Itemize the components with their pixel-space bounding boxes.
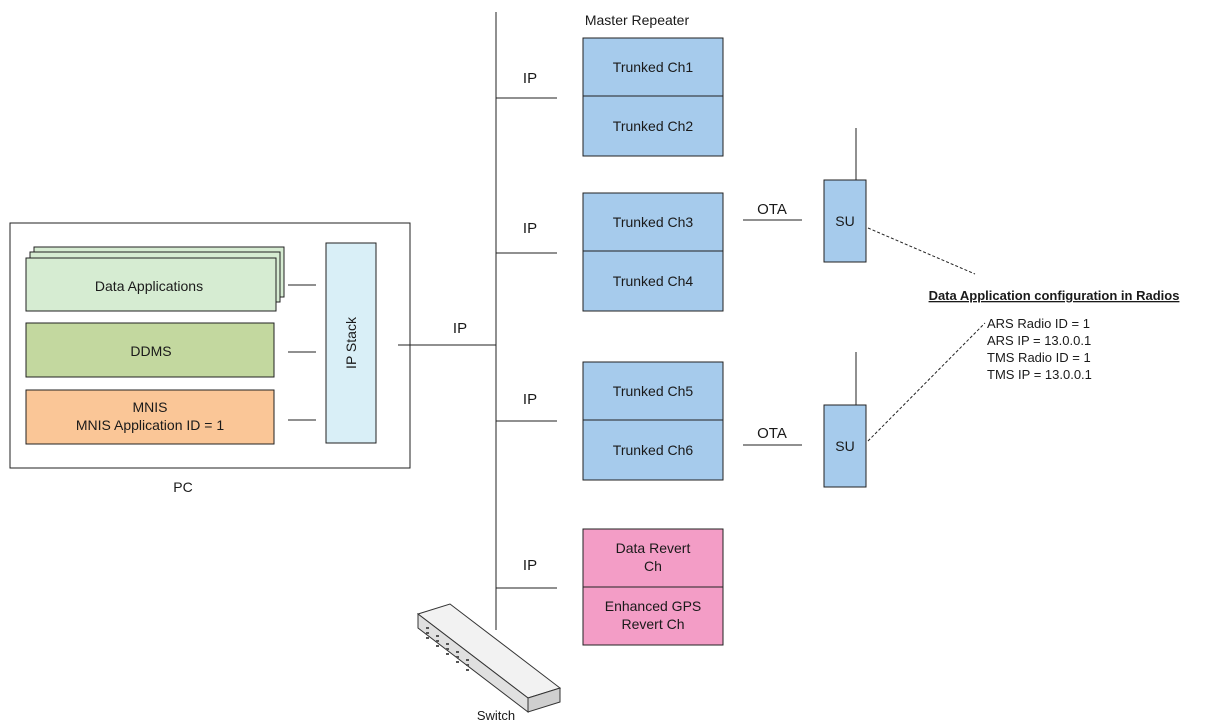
ip-label-2: IP — [523, 220, 537, 237]
trunked-ch1-box — [582, 37, 724, 97]
ip-stack-label: IP Stack — [343, 316, 359, 369]
radio-config-line-3: TMS Radio ID = 1 — [987, 350, 1091, 365]
trunked-ch2-box — [582, 95, 724, 157]
ip-stack-box — [325, 242, 377, 444]
radio-config-line-1: ARS Radio ID = 1 — [987, 316, 1090, 331]
ip-label-1: IP — [523, 70, 537, 87]
master-repeater-label: Master Repeater — [585, 12, 690, 28]
trunked-ch3-label: Trunked Ch3 — [613, 214, 694, 230]
su2-config-link — [867, 322, 986, 442]
data-revert-label-line2: Ch — [644, 558, 662, 574]
trunked-ch3-box — [582, 192, 724, 252]
radio-config-line-4: TMS IP = 13.0.0.1 — [987, 367, 1092, 382]
su2-box — [823, 404, 867, 488]
mnis-label-line1: MNIS — [133, 399, 168, 415]
ota-label-1: OTA — [757, 201, 787, 218]
data-revert-box — [582, 528, 724, 588]
trunked-ch2-label: Trunked Ch2 — [613, 118, 694, 134]
gps-revert-label-line2: Revert Ch — [621, 616, 684, 632]
pc-ip-label: IP — [453, 320, 467, 337]
data-revert-label-line1: Data Revert — [616, 540, 691, 556]
ip-label-4: IP — [523, 557, 537, 574]
mnis-box — [25, 389, 275, 445]
ip-label-3: IP — [523, 391, 537, 408]
trunked-ch1-label: Trunked Ch1 — [613, 59, 694, 75]
trunked-ch5-box — [582, 361, 724, 421]
data-applications-label: Data Applications — [95, 278, 203, 294]
trunked-ch4-label: Trunked Ch4 — [613, 273, 694, 289]
su2-label: SU — [835, 438, 854, 454]
trunked-ch5-label: Trunked Ch5 — [613, 383, 694, 399]
gps-revert-box — [582, 586, 724, 646]
trunked-ch6-box — [582, 419, 724, 481]
switch-label: Switch — [477, 708, 515, 723]
gps-revert-label-line1: Enhanced GPS — [605, 598, 702, 614]
radio-config-line-2: ARS IP = 13.0.0.1 — [987, 333, 1091, 348]
mnis-label-line2: MNIS Application ID = 1 — [76, 417, 224, 433]
trunked-ch4-box — [582, 250, 724, 312]
trunked-ch6-label: Trunked Ch6 — [613, 442, 694, 458]
su1-label: SU — [835, 213, 854, 229]
ddms-box — [25, 322, 275, 378]
ota-label-2: OTA — [757, 425, 787, 442]
pc-label: PC — [173, 479, 192, 495]
su1-config-link — [867, 227, 976, 275]
ddms-label: DDMS — [130, 343, 171, 359]
data-applications-stack: Data Applications — [25, 246, 285, 312]
su1-box — [823, 179, 867, 263]
radio-config-title: Data Application configuration in Radios — [929, 288, 1180, 303]
network-switch-icon — [416, 603, 562, 714]
